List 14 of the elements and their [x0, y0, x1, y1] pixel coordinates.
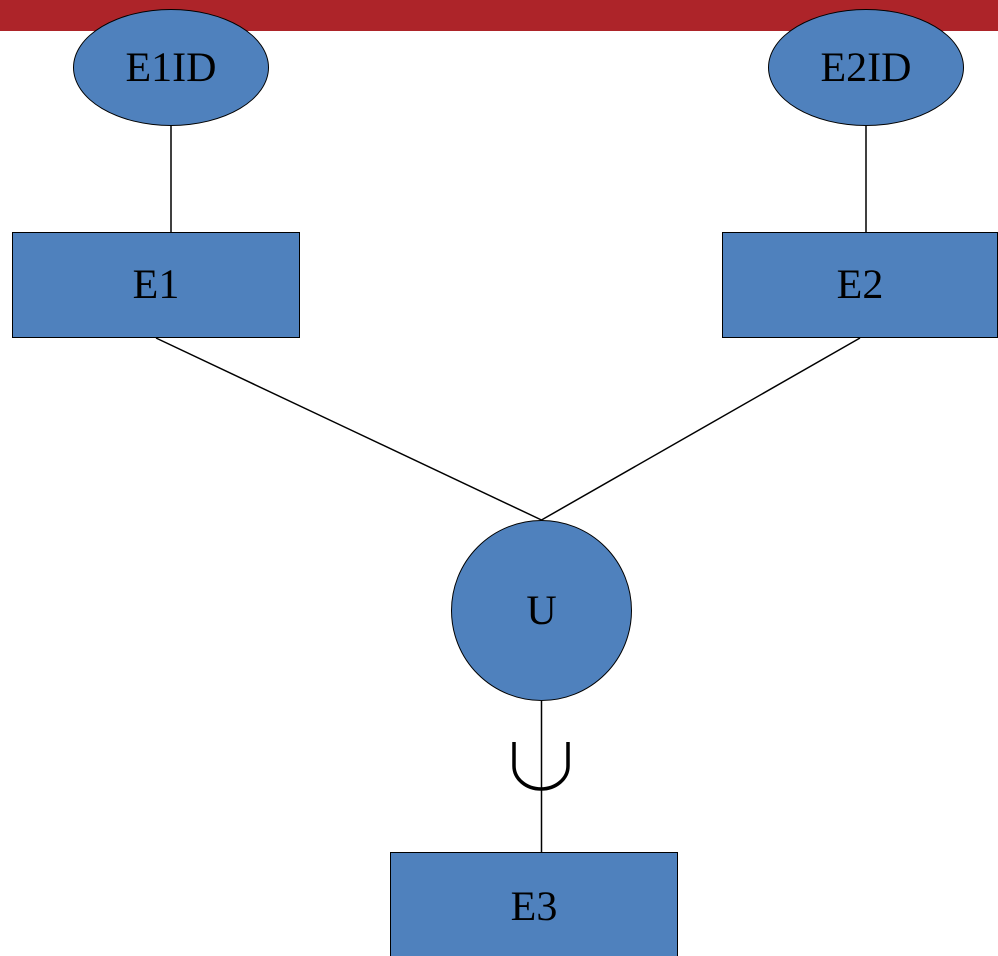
- connector-line: [540, 701, 542, 852]
- node-label: E1: [132, 261, 180, 309]
- connector-line: [170, 126, 172, 232]
- entity-box: [390, 852, 678, 956]
- node-label: U: [526, 586, 557, 634]
- node-label: E2ID: [820, 44, 912, 92]
- entity-box: [12, 232, 300, 338]
- node-label: E3: [510, 883, 558, 931]
- entity-box: [722, 232, 998, 338]
- node-label: E2: [836, 261, 884, 309]
- node-label: E1ID: [126, 44, 216, 92]
- connector-line: [865, 126, 867, 232]
- connector-line: [541, 337, 860, 521]
- connector-line: [156, 337, 542, 521]
